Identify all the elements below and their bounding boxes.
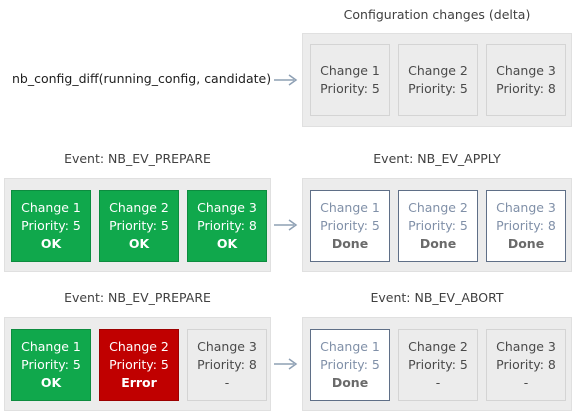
prepare-change-1: Change 1 Priority: 5 OK (11, 329, 91, 401)
change-priority: Priority: 8 (197, 218, 257, 233)
change-name: Change 2 (408, 200, 468, 215)
prepare-change-2: Change 2 Priority: 5 OK (99, 190, 179, 262)
apply-panel: Change 1 Priority: 5 Done Change 2 Prior… (302, 178, 572, 272)
change-status: OK (128, 236, 150, 251)
change-status: - (224, 375, 230, 390)
prepare-success-panel: Change 1 Priority: 5 OK Change 2 Priorit… (4, 178, 271, 272)
change-status: Done (507, 236, 545, 251)
abort-change-3: Change 3 Priority: 8 - (486, 329, 566, 401)
prepare-failure-panel: Change 1 Priority: 5 OK Change 2 Priorit… (4, 317, 271, 411)
change-status: OK (40, 236, 62, 251)
change-status: Done (331, 236, 369, 251)
change-priority: Priority: 8 (496, 81, 556, 96)
apply-change-2: Change 2 Priority: 5 Done (398, 190, 478, 262)
change-name: Change 2 (109, 200, 169, 215)
change-status: - (523, 375, 529, 390)
prepare-event-title: Event: NB_EV_PREPARE (64, 290, 211, 305)
change-status: Error (121, 375, 157, 390)
prepare-change-1: Change 1 Priority: 5 OK (11, 190, 91, 262)
delta-panel: Change 1 Priority: 5 Change 2 Priority: … (302, 33, 572, 127)
change-priority: Priority: 5 (408, 81, 468, 96)
change-status: OK (216, 236, 238, 251)
change-name: Change 2 (408, 339, 468, 354)
delta-change-2: Change 2 Priority: 5 (398, 44, 478, 116)
change-priority: Priority: 5 (320, 357, 380, 372)
change-priority: Priority: 5 (408, 357, 468, 372)
change-status: - (435, 375, 441, 390)
delta-change-1: Change 1 Priority: 5 (310, 44, 390, 116)
prepare-change-2: Change 2 Priority: 5 Error (99, 329, 179, 401)
abort-event-title: Event: NB_EV_ABORT (370, 290, 504, 305)
abort-change-1: Change 1 Priority: 5 Done (310, 329, 390, 401)
change-priority: Priority: 8 (197, 357, 257, 372)
change-name: Change 3 (496, 200, 556, 215)
change-priority: Priority: 5 (408, 218, 468, 233)
prepare-change-3: Change 3 Priority: 8 OK (187, 190, 267, 262)
change-priority: Priority: 5 (109, 218, 169, 233)
change-name: Change 1 (320, 339, 380, 354)
change-name: Change 3 (197, 200, 257, 215)
change-status: OK (40, 375, 62, 390)
change-status: Done (419, 236, 457, 251)
change-name: Change 3 (197, 339, 257, 354)
arrow-right-icon (274, 219, 298, 231)
apply-change-1: Change 1 Priority: 5 Done (310, 190, 390, 262)
change-priority: Priority: 5 (21, 357, 81, 372)
change-name: Change 1 (21, 200, 81, 215)
abort-panel: Change 1 Priority: 5 Done Change 2 Prior… (302, 317, 572, 411)
prepare-event-title: Event: NB_EV_PREPARE (64, 151, 211, 166)
apply-change-3: Change 3 Priority: 8 Done (486, 190, 566, 262)
nb-config-diff-call: nb_config_diff(running_config, candidate… (12, 71, 272, 86)
abort-change-2: Change 2 Priority: 5 - (398, 329, 478, 401)
change-priority: Priority: 5 (109, 357, 169, 372)
delta-title: Configuration changes (delta) (343, 7, 531, 22)
change-name: Change 2 (109, 339, 169, 354)
change-name: Change 3 (496, 63, 556, 78)
change-name: Change 1 (320, 63, 380, 78)
change-name: Change 1 (320, 200, 380, 215)
apply-event-title: Event: NB_EV_APPLY (373, 151, 501, 166)
change-name: Change 1 (21, 339, 81, 354)
change-priority: Priority: 5 (21, 218, 81, 233)
change-name: Change 2 (408, 63, 468, 78)
change-priority: Priority: 5 (320, 218, 380, 233)
arrow-right-icon (274, 74, 298, 86)
change-priority: Priority: 8 (496, 357, 556, 372)
change-status: Done (331, 375, 369, 390)
delta-change-3: Change 3 Priority: 8 (486, 44, 566, 116)
change-priority: Priority: 8 (496, 218, 556, 233)
change-name: Change 3 (496, 339, 556, 354)
prepare-change-3: Change 3 Priority: 8 - (187, 329, 267, 401)
arrow-right-icon (274, 358, 298, 370)
change-priority: Priority: 5 (320, 81, 380, 96)
